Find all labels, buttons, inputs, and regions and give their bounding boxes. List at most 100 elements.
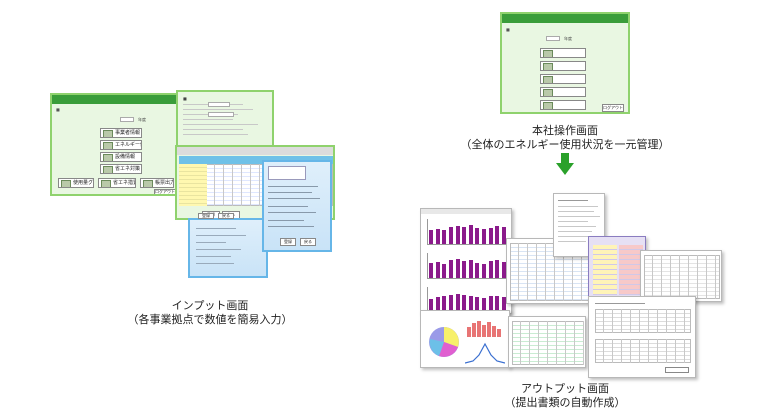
input-exit-button[interactable]: ログアウト: [154, 189, 176, 194]
form-row-6: [183, 129, 243, 130]
doc-line-7: [558, 231, 592, 232]
blue-info-box: [268, 166, 306, 180]
chart-3-bar: [455, 293, 460, 310]
blue-back-row-2: [196, 235, 246, 236]
chart-3-bar: [495, 295, 500, 310]
form-doc-cols-1: [595, 309, 691, 333]
form-row-5: [183, 124, 258, 125]
input-menu-button-1[interactable]: 事業者情報: [100, 128, 142, 138]
input-bottom-button-3[interactable]: 帳票出力: [140, 178, 174, 188]
form-back-button[interactable]: 戻る: [218, 213, 234, 219]
blue-row-3: [268, 198, 320, 199]
input-caption-subtitle: （各事業拠点で数値を簡易入力）: [127, 313, 293, 326]
chart-3-bar: [501, 296, 506, 310]
honsha-window: ■ 年度 ログアウト: [500, 12, 630, 114]
output-color-form: [588, 236, 646, 302]
input-menu-button-3[interactable]: 設備情報: [100, 152, 142, 162]
table-toolbar: [177, 147, 333, 155]
honsha-menu-button-1[interactable]: [540, 48, 586, 58]
input-caption-title: インプット画面: [171, 299, 249, 312]
form-row-4: [183, 119, 233, 120]
input-bottom-button-2[interactable]: 省エネ措置状況: [98, 178, 136, 188]
color-form-right: [619, 245, 643, 295]
chart-3-bar: [442, 295, 447, 310]
input-menu-window: ■ 年度 事業者情報 エネルギー使用量 設備情報 省エネ対策 使用量グラフ 省エ…: [50, 93, 180, 196]
blue-row-6: [268, 220, 304, 221]
form-field-1[interactable]: [208, 102, 230, 107]
table-first-column: [179, 164, 207, 206]
honsha-menu-button-4[interactable]: [540, 87, 586, 97]
honsha-year-field[interactable]: [546, 36, 560, 41]
honsha-menu-button-2[interactable]: [540, 61, 586, 71]
chart-2-bar: [442, 264, 447, 278]
color-form-left: [593, 245, 617, 295]
chart-1-bar: [495, 226, 500, 244]
output-chart-report: [420, 208, 512, 314]
doc-line-6: [558, 226, 596, 227]
honsha-caption-subtitle: （全体のエネルギー使用状況を一元管理）: [460, 138, 670, 151]
form-doc-line-1: [595, 303, 645, 304]
form-field-2[interactable]: [208, 112, 234, 117]
input-form-window: ■: [176, 90, 274, 150]
blue-back-button[interactable]: 戻る: [300, 238, 316, 246]
chart-2-bar: [488, 261, 493, 278]
input-year-field[interactable]: [120, 117, 134, 122]
chart-1-bar: [435, 228, 440, 244]
chart-3-bar: [429, 298, 434, 310]
input-menu-header-text: ■: [56, 107, 60, 112]
chart-2-bar: [481, 263, 486, 278]
chart-3-bar: [481, 298, 486, 310]
input-blue-window-back: [188, 218, 268, 278]
chart-1-bar: [481, 229, 486, 244]
honsha-menu-button-3[interactable]: [540, 74, 586, 84]
chart-1-bar: [488, 228, 493, 244]
doc-line-3: [558, 211, 594, 212]
blue-row-2: [268, 192, 312, 193]
chart-2-bar: [468, 260, 473, 278]
chart-3-bar: [488, 296, 493, 310]
honsha-menu-button-5[interactable]: [540, 100, 586, 110]
blue-back-row-3: [196, 242, 226, 243]
down-arrow-icon: [556, 153, 574, 175]
output-small-table: [508, 316, 586, 368]
form-doc-cols-2: [595, 339, 691, 363]
form-doc-button[interactable]: [665, 367, 689, 373]
form-label-1: ■: [183, 96, 187, 101]
input-menu-button-4[interactable]: 省エネ対策: [100, 164, 142, 174]
input-year-suffix: 年度: [138, 117, 146, 122]
doc-line-4: [558, 216, 600, 217]
blue-row-1: [268, 186, 318, 187]
line-chart: [465, 342, 505, 364]
form-save-button[interactable]: 登録: [198, 213, 214, 219]
chart-3-bar: [462, 295, 467, 310]
chart-2-bar: [462, 260, 467, 278]
honsha-year-suffix: 年度: [564, 36, 572, 41]
blue-back-row-6: [196, 263, 234, 264]
chart-2-bar: [495, 259, 500, 278]
small-table-columns: [512, 321, 584, 365]
output-caption-subtitle: （提出書類の自動作成）: [504, 396, 626, 409]
blue-row-4: [268, 206, 308, 207]
blue-back-row-5: [196, 256, 231, 257]
blue-save-button[interactable]: 登録: [280, 238, 296, 246]
bar-chart-1: [427, 219, 507, 245]
chart-3-bar: [468, 296, 473, 310]
input-menu-title-bar: [52, 95, 178, 104]
form-row-7: [183, 134, 248, 135]
chart-2-bar: [455, 258, 460, 278]
wide-table-columns: [644, 255, 720, 299]
blue-back-row-1: [196, 228, 236, 229]
doc-line-2: [558, 206, 598, 207]
output-wide-table: [640, 250, 722, 302]
report-toolbar: [421, 209, 511, 214]
blue-row-7: [268, 226, 314, 227]
doc-line-9: [558, 241, 586, 242]
honsha-exit-button[interactable]: ログアウト: [602, 104, 624, 112]
honsha-header-text: ■: [506, 27, 510, 32]
input-bottom-button-1[interactable]: 使用量グラフ: [58, 178, 94, 188]
chart-1-bar: [449, 226, 453, 244]
chart-1-bar: [475, 227, 480, 244]
chart-1-bar: [455, 226, 460, 244]
input-menu-button-2[interactable]: エネルギー使用量: [100, 140, 142, 150]
chart-2-bar: [475, 262, 480, 278]
